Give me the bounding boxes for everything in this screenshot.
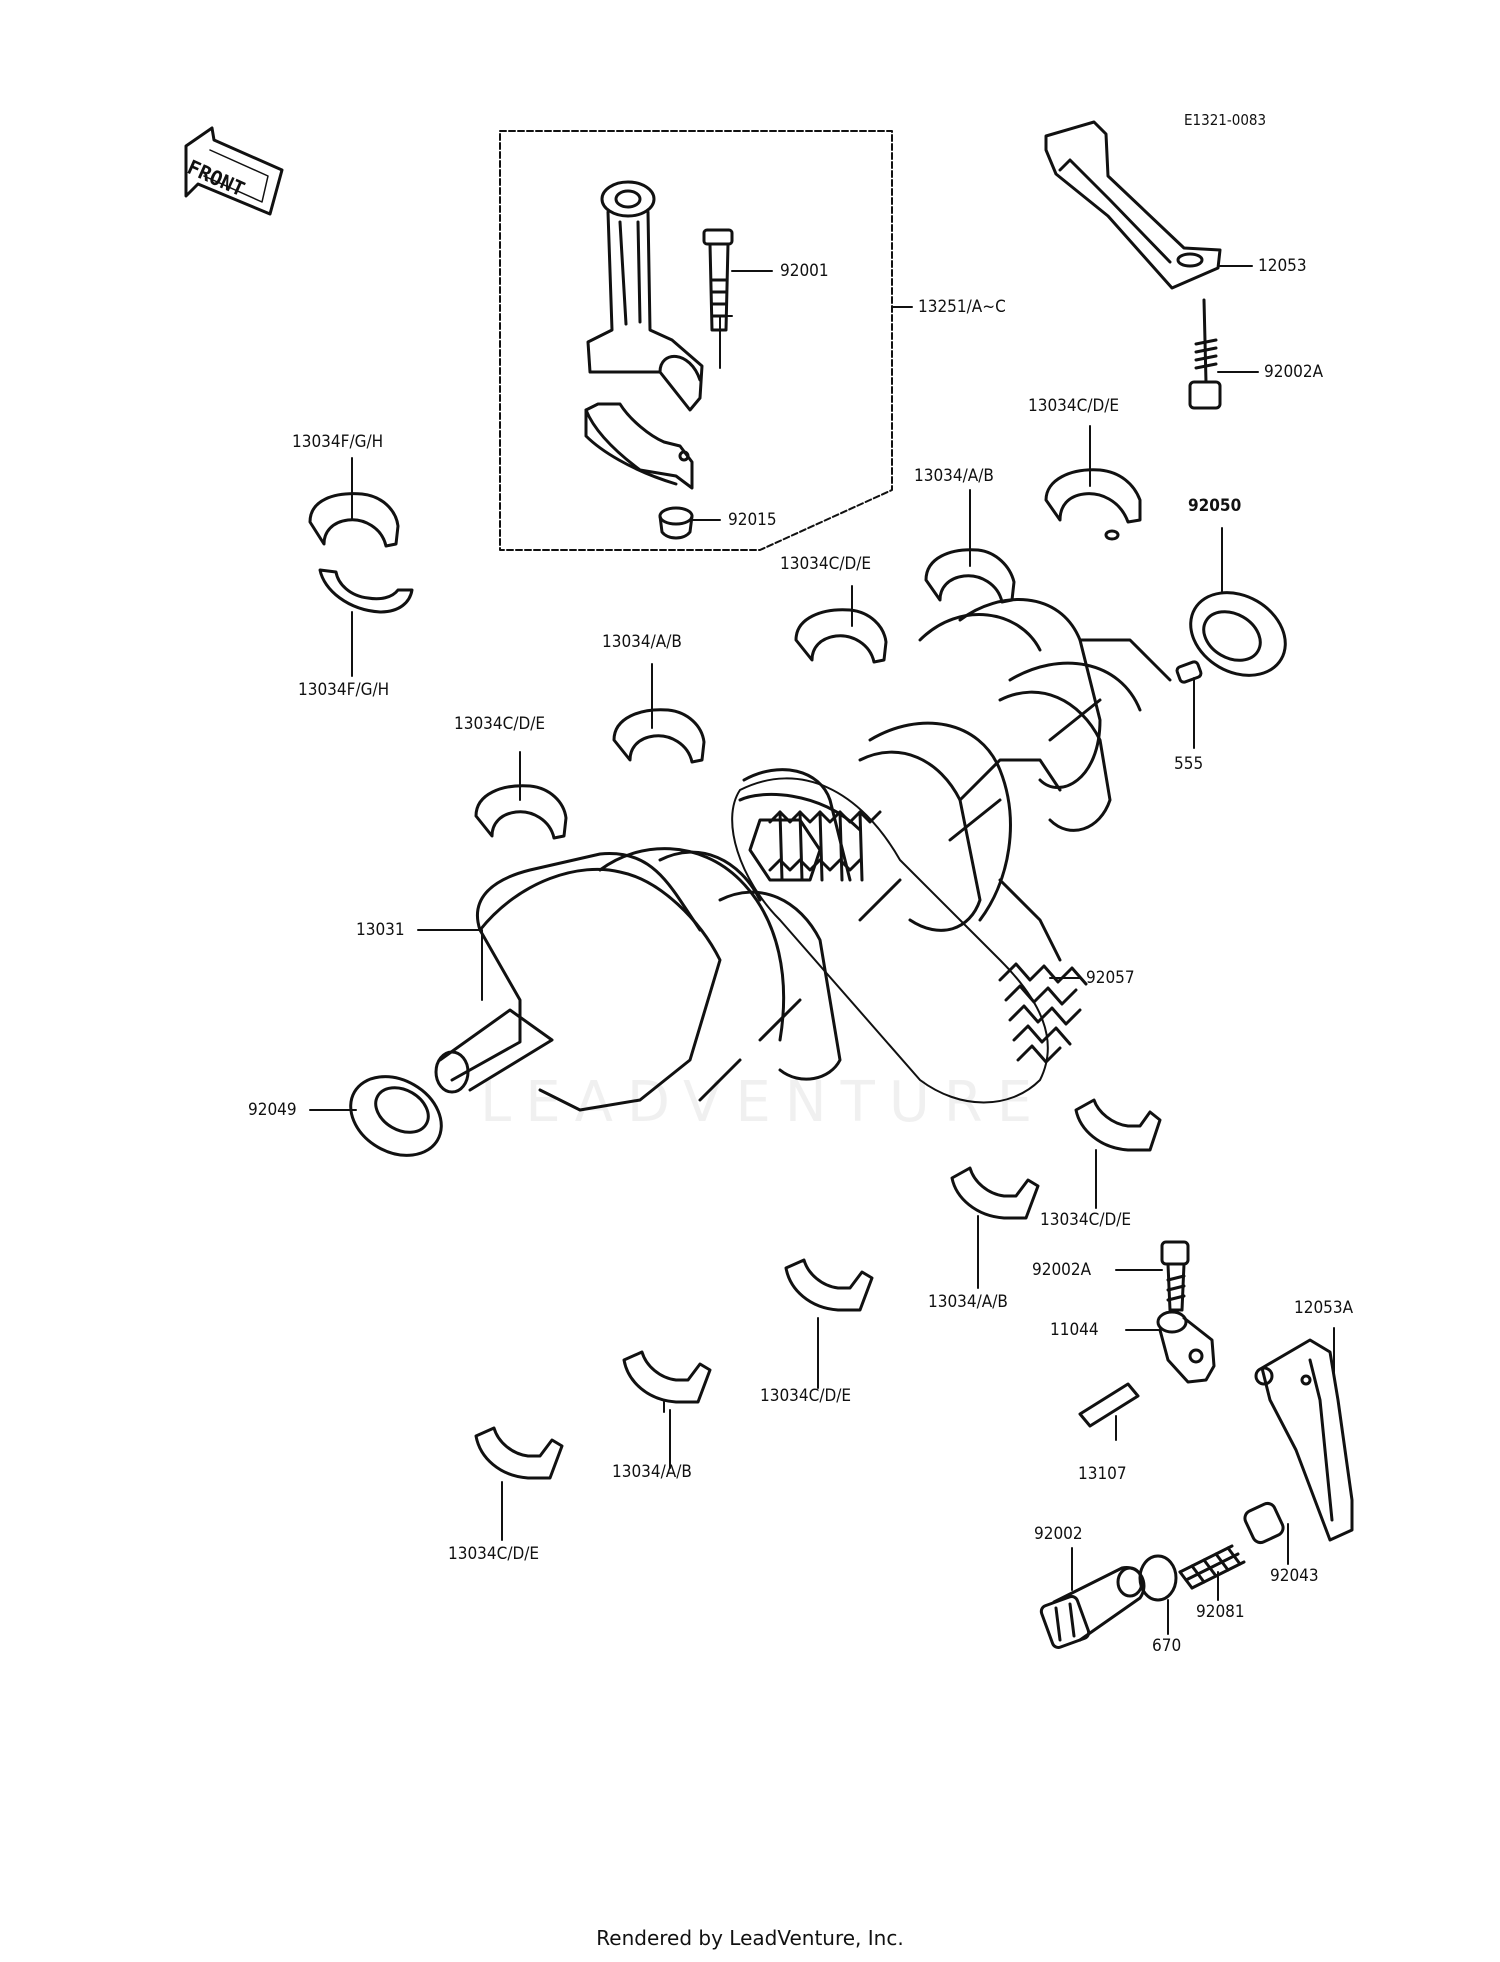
chain-guide bbox=[1254, 1338, 1354, 1542]
bracket-bolt-top bbox=[1188, 298, 1222, 410]
leader-lines bbox=[309, 265, 1335, 1635]
crankcase-bracket bbox=[1044, 120, 1222, 290]
part-label-13034cde-e[interactable]: 13034C/D/E bbox=[760, 1386, 852, 1406]
front-arrow-icon bbox=[184, 126, 284, 216]
part-label-13034cde-a[interactable]: 13034C/D/E bbox=[1028, 396, 1120, 416]
part-label-12053[interactable]: 12053 bbox=[1258, 256, 1307, 276]
main-bearing-shells bbox=[308, 468, 1162, 1480]
part-label-12053a[interactable]: 12053A bbox=[1294, 1298, 1354, 1318]
dowel-pin bbox=[1175, 660, 1203, 684]
chain-guide-bracket bbox=[1156, 1310, 1216, 1384]
part-label-13034cde-c[interactable]: 13034C/D/E bbox=[454, 714, 546, 734]
diagram-code: E1321-0083 bbox=[1184, 111, 1267, 129]
oil-seal-right bbox=[1189, 591, 1287, 677]
part-label-13034ab-c[interactable]: 13034/A/B bbox=[928, 1292, 1008, 1312]
pin bbox=[1078, 1382, 1140, 1428]
tensioner-spring bbox=[1178, 1544, 1246, 1590]
part-label-670[interactable]: 670 bbox=[1152, 1636, 1182, 1656]
part-label-92015[interactable]: 92015 bbox=[728, 510, 777, 530]
cam-chain bbox=[731, 777, 1088, 1104]
part-label-13034ab-d[interactable]: 13034/A/B bbox=[612, 1462, 692, 1482]
part-label-13107[interactable]: 13107 bbox=[1078, 1464, 1127, 1484]
part-label-11044[interactable]: 11044 bbox=[1050, 1320, 1099, 1340]
part-label-92002[interactable]: 92002 bbox=[1034, 1524, 1083, 1544]
o-ring bbox=[1138, 1554, 1178, 1602]
part-label-13034ab-a[interactable]: 13034/A/B bbox=[914, 466, 994, 486]
crank-gear bbox=[768, 810, 882, 882]
footer-credit: Rendered by LeadVenture, Inc. bbox=[596, 1926, 904, 1950]
connecting-rod-assembly-box bbox=[499, 130, 893, 551]
part-label-92002a-top[interactable]: 92002A bbox=[1264, 362, 1324, 382]
part-label-555[interactable]: 555 bbox=[1174, 754, 1204, 774]
part-label-13034fgh-top[interactable]: 13034F/G/H bbox=[292, 432, 384, 452]
part-label-13034cde-d[interactable]: 13034C/D/E bbox=[1040, 1210, 1132, 1230]
part-label-92081[interactable]: 92081 bbox=[1196, 1602, 1245, 1622]
part-label-92001[interactable]: 92001 bbox=[780, 261, 829, 281]
part-label-13251[interactable]: 13251/A~C bbox=[918, 297, 1006, 317]
part-label-92057[interactable]: 92057 bbox=[1086, 968, 1135, 988]
oil-seal-left bbox=[349, 1075, 443, 1157]
crankshaft bbox=[434, 598, 1172, 1112]
bracket-bolt-bottom bbox=[1160, 1240, 1190, 1312]
part-label-13031[interactable]: 13031 bbox=[356, 920, 405, 940]
rod-nut bbox=[658, 506, 694, 540]
part-label-92002a-bottom[interactable]: 92002A bbox=[1032, 1260, 1092, 1280]
part-label-92043[interactable]: 92043 bbox=[1270, 1566, 1319, 1586]
connecting-rod bbox=[586, 180, 704, 412]
part-label-92050[interactable]: 92050 bbox=[1188, 496, 1242, 516]
watermark: LEADVENTURE bbox=[480, 1070, 1047, 1135]
connecting-rod-cap bbox=[584, 402, 694, 490]
tensioner-plug-bolt bbox=[1039, 1566, 1146, 1649]
part-label-13034ab-b[interactable]: 13034/A/B bbox=[602, 632, 682, 652]
part-label-92049[interactable]: 92049 bbox=[248, 1100, 297, 1120]
part-label-13034cde-f[interactable]: 13034C/D/E bbox=[448, 1544, 540, 1564]
tensioner-cap bbox=[1243, 1501, 1285, 1545]
part-label-13034fgh-bottom[interactable]: 13034F/G/H bbox=[298, 680, 390, 700]
part-label-13034cde-b[interactable]: 13034C/D/E bbox=[780, 554, 872, 574]
